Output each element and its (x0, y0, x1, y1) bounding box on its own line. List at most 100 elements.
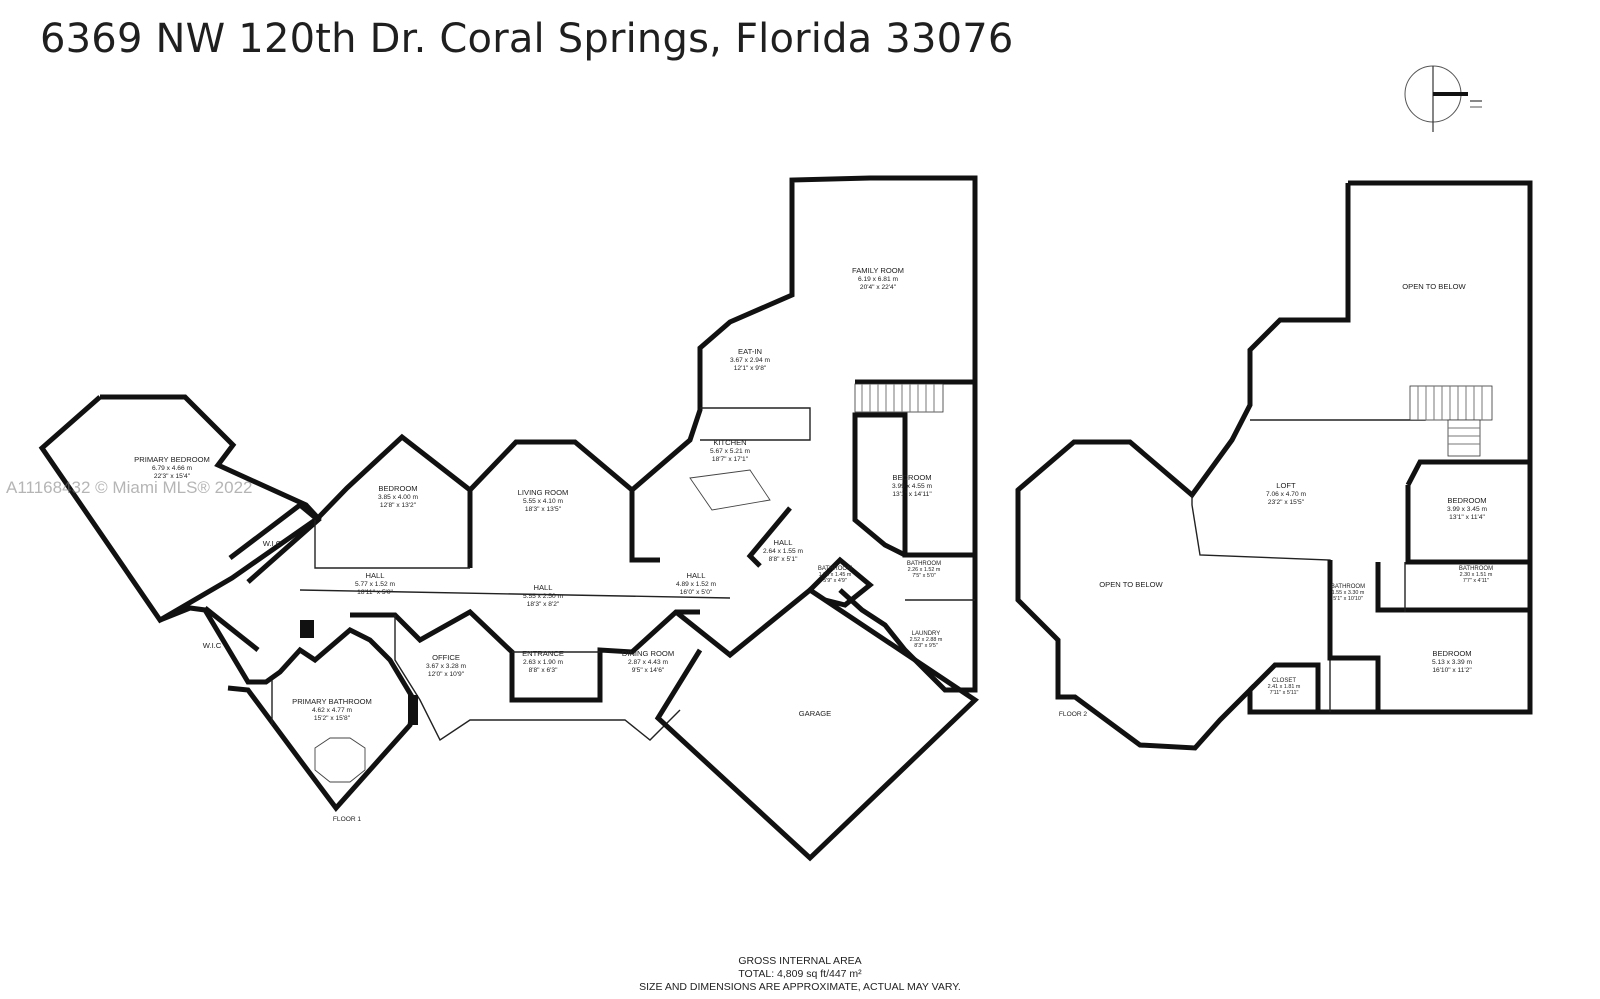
room-dimensions: 2.63 x 1.90 m (523, 659, 563, 666)
room-dimensions: 5.67 x 5.21 m (710, 448, 750, 455)
room-dimensions: 12'8" x 13'2" (380, 502, 417, 509)
floor-2-room-label: OPEN TO BELOW (1402, 282, 1466, 291)
room-dimensions: 7'7" x 4'11" (1463, 578, 1489, 584)
room-dimensions: 16'10" x 11'2" (1432, 667, 1472, 674)
room-dimensions: 2.30 x 1.51 m (1460, 572, 1493, 578)
room-dimensions: 2.52 x 2.88 m (910, 637, 943, 643)
floor-2-room-label: OPEN TO BELOW (1099, 580, 1163, 589)
room-dimensions: 23'2" x 15'5" (1268, 499, 1305, 506)
stairs-floor-2 (1409, 385, 1493, 457)
room-dimensions: 5.55 x 2.50 m (523, 593, 563, 600)
room-dimensions: 12'1" x 9'8" (734, 365, 767, 372)
room-dimensions: 3.67 x 2.94 m (730, 357, 770, 364)
room-name: OPEN TO BELOW (1402, 282, 1466, 291)
room-dimensions: 6.19 x 6.81 m (858, 276, 898, 283)
room-dimensions: 16'0" x 5'0" (680, 589, 713, 596)
room-name: DINING ROOM (622, 649, 674, 658)
room-dimensions: 2.26 x 1.52 m (908, 567, 941, 573)
room-dimensions: 5.77 x 1.52 m (355, 581, 395, 588)
room-name: W.I.C (263, 539, 282, 548)
floor-1-room-label: W.I.C (203, 641, 222, 650)
page-title: 6369 NW 120th Dr. Coral Springs, Florida… (40, 16, 1014, 62)
room-name: LAUNDRY (912, 631, 941, 637)
room-dimensions: 2.41 x 1.81 m (1268, 684, 1301, 690)
room-dimensions: 18'7" x 17'1" (712, 456, 749, 463)
room-name: OPEN TO BELOW (1099, 580, 1163, 589)
room-name: BEDROOM (378, 484, 417, 493)
room-dimensions: 7.06 x 4.70 m (1266, 491, 1306, 498)
room-name: HALL (534, 583, 553, 592)
room-dimensions: 5.13 x 3.39 m (1432, 659, 1472, 666)
room-dimensions: 12'0" x 10'9" (428, 671, 465, 678)
room-dimensions: 5.55 x 4.10 m (523, 498, 563, 505)
room-dimensions: 8'8" x 6'3" (529, 667, 558, 674)
room-dimensions: 3.99 x 4.55 m (892, 483, 932, 490)
room-name: ENTRANCE (522, 649, 564, 658)
area-total: TOTAL: 4,809 sq ft/447 m² (738, 968, 862, 980)
room-dimensions: 2.87 x 4.43 m (628, 659, 668, 666)
room-dimensions: 13'1" x 14'11" (892, 491, 932, 498)
room-dimensions: 13'1" x 11'4" (1449, 514, 1485, 521)
room-dimensions: 8'8" x 5'1" (769, 556, 798, 563)
room-dimensions: 20'4" x 22'4" (860, 284, 897, 291)
room-dimensions: 18'11" x 5'0" (357, 589, 393, 596)
room-name: FAMILY ROOM (852, 266, 904, 275)
room-dimensions: 6.79 x 4.66 m (152, 465, 192, 472)
room-name: PRIMARY BATHROOM (292, 697, 372, 706)
room-name: BATHROOM (907, 561, 941, 567)
room-dimensions: 18'3" x 8'2" (527, 601, 560, 608)
bathtub-icon (314, 737, 366, 783)
room-dimensions: 18'3" x 13'5" (525, 506, 562, 513)
room-dimensions: 3.67 x 3.28 m (426, 663, 466, 670)
room-name: HALL (774, 538, 793, 547)
room-name: BEDROOM (892, 473, 931, 482)
stairs-floor-1 (854, 383, 944, 413)
room-dimensions: 3.85 x 4.00 m (378, 494, 418, 501)
watermark: A11168432 © Miami MLS® 2022 (6, 478, 253, 497)
room-dimensions: 4.89 x 1.52 m (676, 581, 716, 588)
room-dimensions: 2.64 x 1.55 m (763, 548, 803, 555)
room-name: LIVING ROOM (518, 488, 569, 497)
room-name: KITCHEN (713, 438, 746, 447)
room-name: HALL (366, 571, 385, 580)
room-dimensions: 22'3" x 15'4" (154, 473, 191, 480)
room-dimensions: 5'9" x 4'9" (823, 578, 847, 584)
room-name: PRIMARY BEDROOM (134, 455, 210, 464)
room-name: BATHROOM (1331, 584, 1365, 590)
room-dimensions: 1.55 x 3.30 m (1332, 590, 1365, 596)
floor-2-walls (1015, 180, 1533, 751)
room-name: BEDROOM (1447, 496, 1486, 505)
room-dimensions: 4.62 x 4.77 m (312, 707, 352, 714)
room-name: BATHROOM (818, 566, 852, 572)
room-dimensions: 5'1" x 10'10" (1333, 596, 1363, 602)
room-dimensions: 15'2" x 15'8" (314, 715, 351, 722)
floor-2-label: FLOOR 2 (1059, 711, 1088, 718)
room-name: HALL (687, 571, 706, 580)
room-name: LOFT (1276, 481, 1296, 490)
room-name: BATHROOM (1459, 566, 1493, 572)
floor-1-room-label: EAT-IN3.67 x 2.94 m12'1" x 9'8" (730, 347, 770, 372)
